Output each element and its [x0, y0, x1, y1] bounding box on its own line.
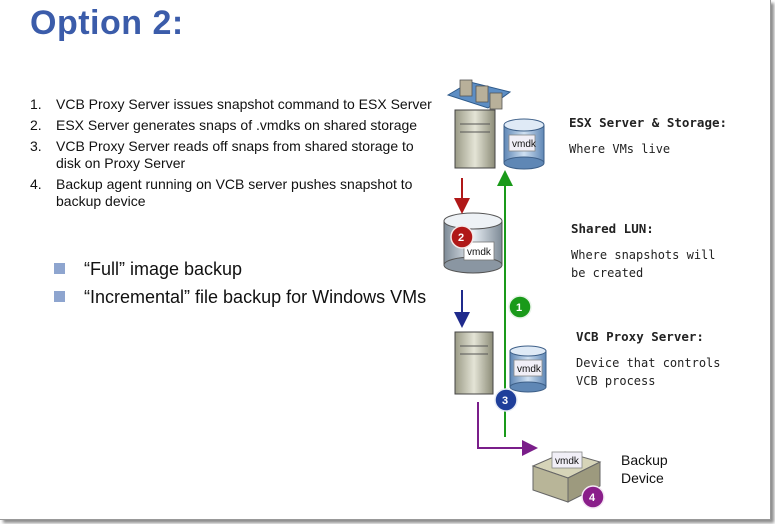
bullet-square-icon	[54, 263, 65, 274]
bullet-item: “Incremental” file backup for Windows VM…	[54, 286, 439, 308]
proxy-desc-line1: Device that controls	[576, 356, 721, 370]
badge-step4: 4	[581, 485, 605, 509]
backup-label-line2: Device	[621, 470, 664, 486]
badge-step1: 1	[508, 295, 532, 319]
esx-server-icon	[446, 79, 512, 169]
esx-desc: Where VMs live	[569, 142, 671, 156]
lun-disk-label: vmdk	[467, 247, 492, 258]
step-number: 4.	[30, 176, 42, 192]
step-item: 2. ESX Server generates snaps of .vmdks o…	[30, 117, 440, 134]
step-text: VCB Proxy Server reads off snaps from sh…	[56, 138, 414, 171]
badge-step1-label: 1	[516, 302, 522, 314]
backup-disk-label: vmdk	[555, 456, 580, 467]
esx-title: ESX Server & Storage:	[569, 115, 728, 130]
bullet-text: “Full” image backup	[84, 259, 243, 279]
backup-label-line1: Backup	[621, 452, 668, 468]
esx-label-block: ESX Server & Storage: Where VMs live	[569, 114, 727, 158]
badge-step2-label: 2	[458, 232, 464, 244]
proxy-disk-label: vmdk	[517, 364, 542, 375]
lun-title: Shared LUN:	[571, 221, 654, 236]
lun-desc-line1: Where snapshots will	[571, 248, 716, 262]
step-item: 4. Backup agent running on VCB server pus…	[30, 176, 440, 210]
step-number: 3.	[30, 138, 42, 154]
shared-lun-icon: vmdk	[443, 212, 503, 274]
bullet-text: “Incremental” file backup for Windows VM…	[84, 287, 427, 307]
badge-step4-label: 4	[589, 492, 596, 504]
step-text: VCB Proxy Server issues snapshot command…	[56, 96, 432, 112]
slide-title: Option 2:	[30, 4, 184, 42]
proxy-desc-line2: VCB process	[576, 374, 656, 388]
proxy-server-icon	[454, 331, 494, 395]
step-text: ESX Server generates snaps of .vmdks on …	[56, 117, 418, 133]
badge-step3: 3	[494, 388, 518, 412]
esx-vmdk-disk-icon: vmdk	[503, 118, 545, 170]
step-number: 2.	[30, 117, 42, 133]
bullets-list: “Full” image backup “Incremental” file b…	[54, 258, 439, 314]
step-text: Backup agent running on VCB server pushe…	[56, 176, 413, 209]
steps-list: 1. VCB Proxy Server issues snapshot comma…	[30, 96, 440, 214]
backup-label-block: Backup Device	[621, 451, 668, 487]
bullet-item: “Full” image backup	[54, 258, 439, 280]
arrow-step4	[477, 402, 538, 456]
proxy-vmdk-disk-icon: vmdk	[509, 345, 547, 393]
esx-disk-label: vmdk	[512, 139, 537, 150]
badge-step2: 2	[450, 225, 474, 249]
proxy-label-block: VCB Proxy Server: Device that controls V…	[576, 328, 721, 390]
lun-label-block: Shared LUN: Where snapshots will be crea…	[571, 220, 716, 282]
bullet-square-icon	[54, 291, 65, 302]
backup-device-icon: vmdk	[531, 451, 602, 503]
step-number: 1.	[30, 96, 42, 112]
step-item: 3. VCB Proxy Server reads off snaps from …	[30, 138, 440, 172]
step-item: 1. VCB Proxy Server issues snapshot comma…	[30, 96, 440, 113]
proxy-title: VCB Proxy Server:	[576, 329, 704, 344]
badge-step3-label: 3	[502, 395, 508, 407]
lun-desc-line2: be created	[571, 266, 644, 280]
